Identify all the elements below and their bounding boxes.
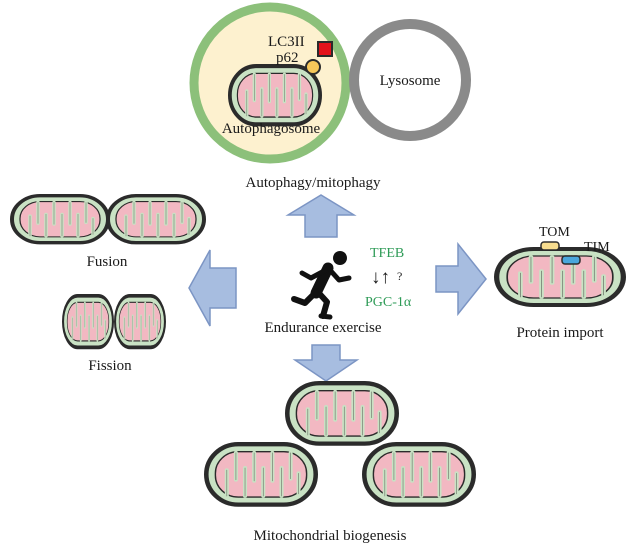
pgc1a-label: PGC-1α (365, 295, 412, 310)
fission-label: Fission (88, 358, 132, 374)
p62-label: p62 (276, 50, 299, 66)
tim-label: TIM (584, 240, 610, 255)
arrow-down (292, 344, 360, 382)
lc3ii-label: LC3II (268, 34, 305, 50)
tfeb-label: TFEB (370, 246, 404, 261)
fusion-label: Fusion (87, 254, 128, 270)
protein-import-label: Protein import (516, 325, 604, 341)
engulfed-mitochondrion (230, 66, 320, 124)
exercise-label: Endurance exercise (264, 320, 381, 336)
autophagy-label: Autophagy/mitophagy (246, 175, 381, 191)
arrow-up (285, 194, 357, 238)
arrow-left (188, 249, 237, 327)
lc3ii-marker (317, 41, 333, 57)
autophagosome-label: Autophagosome (222, 121, 321, 137)
lysosome-label: Lysosome (380, 73, 441, 89)
tim-complex (561, 255, 581, 265)
tom-label: TOM (539, 225, 570, 240)
fission-mitochondria (61, 293, 167, 350)
lysosome: Lysosome (349, 19, 471, 141)
regulation-arrows: ↓↑ (371, 267, 390, 288)
tom-complex (540, 241, 560, 251)
arrow-right (435, 241, 487, 317)
biogenesis-mitochondria (206, 383, 473, 504)
biogenesis-label: Mitochondrial biogenesis (254, 528, 407, 544)
question-mark: ? (397, 269, 402, 283)
protein-import-mitochondrion (497, 241, 624, 305)
fusion-mitochondria (10, 193, 206, 245)
running-person-icon (291, 251, 352, 320)
p62-marker (305, 59, 321, 75)
autophagosome: LC3II p62 Autophagosome (189, 2, 351, 164)
